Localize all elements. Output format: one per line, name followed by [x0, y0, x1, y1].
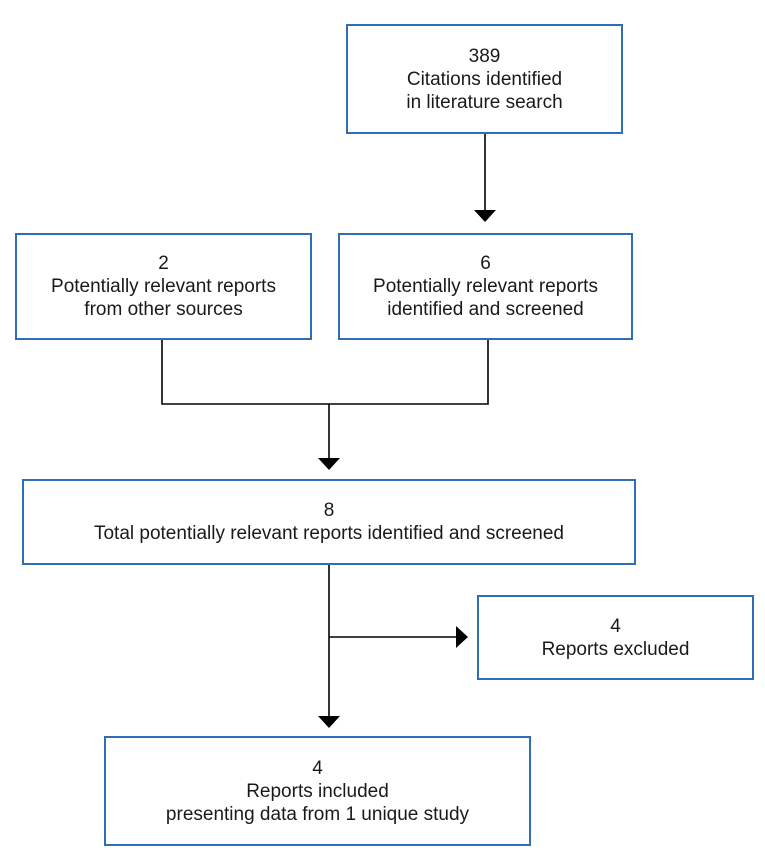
connector-merge	[161, 340, 489, 405]
box-count: 4	[610, 615, 621, 637]
box-count: 4	[312, 757, 323, 779]
box-count: 2	[158, 253, 169, 274]
box-text-line: Citations identified	[406, 68, 563, 90]
box-count: 389	[468, 45, 501, 67]
arrowhead-to-included	[318, 716, 340, 728]
box-reports-included: 4 Reports included presenting data from …	[104, 736, 531, 846]
box-identified-screened: 6 Potentially relevant reports identifie…	[338, 233, 633, 340]
box-other-sources: 2 Potentially relevant reports from othe…	[15, 233, 312, 340]
arrowhead-to-excluded	[456, 626, 468, 648]
box-reports-excluded: 4 Reports excluded	[477, 595, 754, 680]
box-count: 8	[323, 500, 335, 521]
box-count: 6	[480, 253, 491, 274]
box-text-line: presenting data from 1 unique study	[165, 803, 470, 825]
box-text-line: Reports included	[246, 780, 389, 802]
arrowhead-to-total	[318, 458, 340, 470]
box-total-screened: 8 Total potentially relevant reports ide…	[22, 479, 636, 565]
box-text-line: in literature search	[406, 91, 563, 113]
box-text-line: Total potentially relevant reports ident…	[93, 523, 564, 544]
box-literature-search: 389 Citations identified in literature s…	[346, 24, 623, 134]
box-text-line: from other sources	[84, 299, 243, 320]
box-text-line: identified and screened	[387, 299, 584, 320]
arrowhead-to-screened	[474, 210, 496, 222]
box-text-line: Reports excluded	[541, 638, 690, 660]
box-text-line: Potentially relevant reports	[51, 276, 276, 297]
box-text-line: Potentially relevant reports	[373, 276, 598, 297]
